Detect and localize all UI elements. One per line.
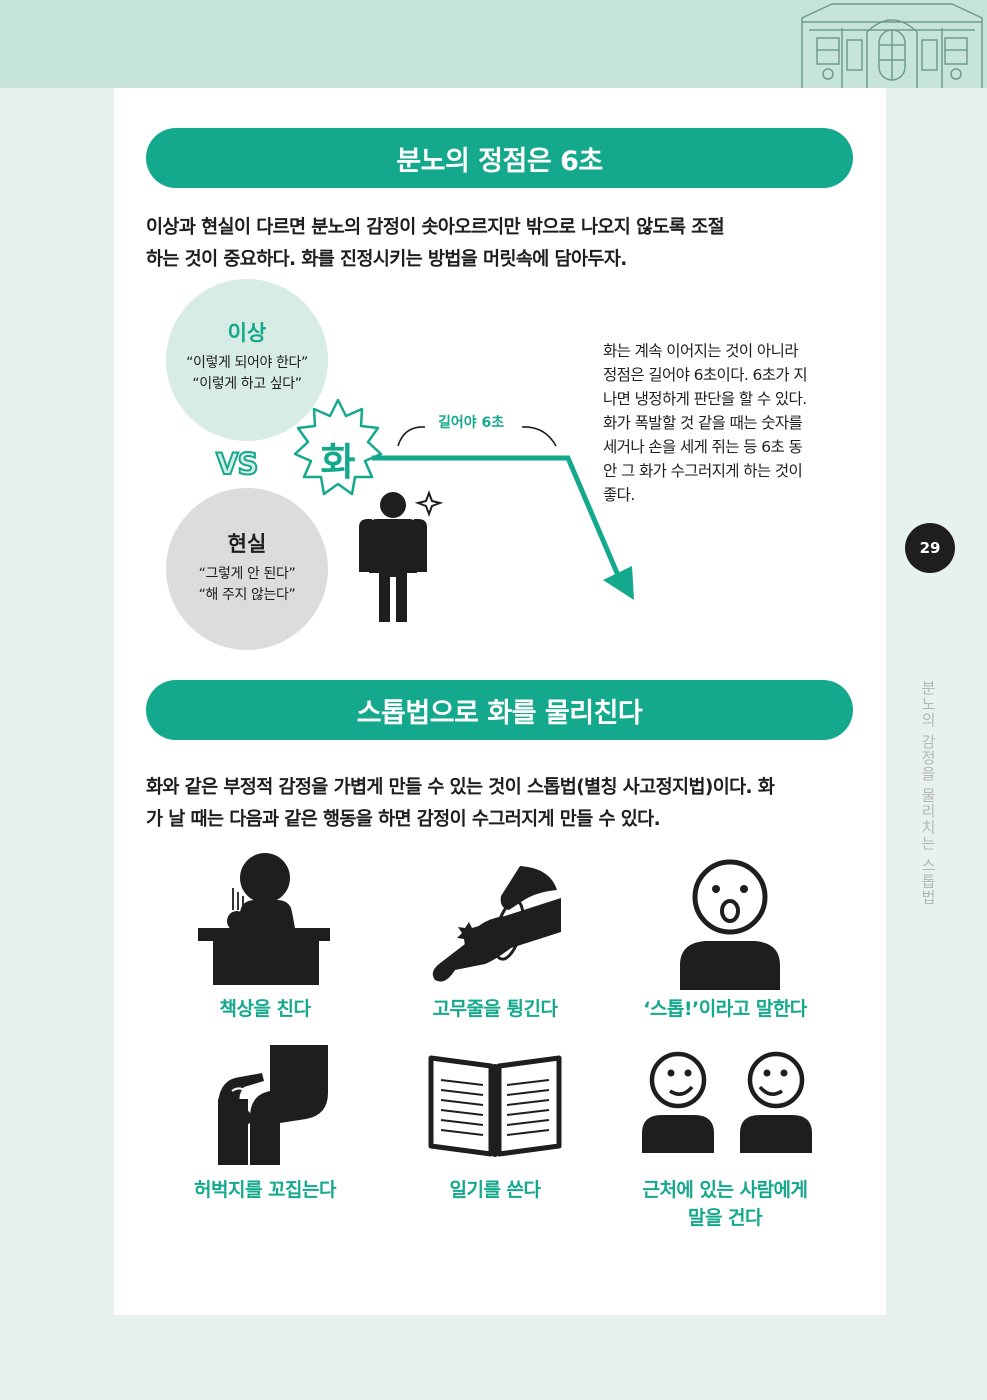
method-label: 책상을 친다: [219, 998, 311, 1020]
method-label: ‘스톱!’이라고 말한다: [643, 998, 807, 1020]
person-face-icon: [740, 1051, 812, 1153]
thigh-pinch-icon: [218, 1045, 328, 1165]
desc-line: 세거나 손을 세게 쥐는 등 6초 동: [603, 438, 803, 456]
anger-burst-icon: [293, 398, 383, 496]
ideal-title: 이상: [227, 321, 267, 345]
method-label-line2: 말을 건다: [687, 1207, 763, 1229]
section1-intro-line1: 이상과 현실이 다르면 분노의 감정이 솟아오르지만 밖으로 나오지 않도록 조…: [146, 217, 725, 238]
person-face-icon: [642, 1051, 714, 1153]
method-label: 고무줄을 튕긴다: [432, 998, 558, 1020]
method-label: 허벅지를 꼬집는다: [194, 1179, 336, 1201]
desc-line: 좋다.: [603, 486, 635, 504]
method-label: 근처에 있는 사람에게 말을 건다: [610, 1176, 840, 1232]
desc-line: 나면 냉정하게 판단을 할 수 있다.: [603, 390, 807, 408]
ideal-quote: “이렇게 하고 싶다”: [192, 376, 302, 392]
method-label: 일기를 쓴다: [449, 1179, 541, 1201]
reality-quote: “그렇게 안 된다”: [198, 566, 296, 582]
peak-bracket-left-icon: [397, 426, 426, 447]
chapter-title: 분노의 감정을 물리치는 스톱법: [919, 680, 937, 906]
reality-quote: “해 주지 않는다”: [198, 587, 296, 603]
anger-peak-diagram: [293, 398, 634, 622]
decline-arrow-icon: [372, 455, 623, 581]
reality-title: 현실: [227, 532, 267, 556]
sparkle-icon: [414, 490, 444, 517]
rubber-band-icon: [432, 866, 561, 982]
page-number: 29: [905, 523, 955, 573]
section2-intro-line1: 화와 같은 부정적 감정을 가볍게 만들 수 있는 것이 스톱법(별칭 사고정지…: [146, 777, 775, 798]
peak-label: 길어야 6초: [438, 415, 505, 431]
section1-title: 분노의 정점은 6초: [146, 128, 853, 188]
ideal-circle: 이상 “이렇게 되어야 한다” “이렇게 하고 싶다”: [166, 279, 328, 441]
ideal-quote: “이렇게 되어야 한다”: [186, 355, 308, 371]
section1-intro: 이상과 현실이 다르면 분노의 감정이 솟아오르지만 밖으로 나오지 않도록 조…: [146, 212, 851, 276]
say-stop-icon: [680, 859, 780, 990]
method-label-line1: 근처에 있는 사람에게: [642, 1179, 808, 1201]
section1-intro-line2: 하는 것이 중요하다. 화를 진정시키는 방법을 머릿속에 담아두자.: [146, 249, 627, 270]
section2-title: 스톱법으로 화를 물리친다: [146, 680, 853, 740]
desc-line: 화가 폭발할 것 같을 때는 숫자를: [603, 414, 803, 432]
peak-description: 화는 계속 이어지는 것이 아니라 정점은 길어야 6초이다. 6초가 지 나면…: [603, 339, 851, 507]
section2-intro-line2: 가 날 때는 다음과 같은 행동을 하면 감정이 수그러지게 만들 수 있다.: [146, 809, 661, 830]
person-icon: [359, 492, 427, 622]
vs-label: VS: [215, 446, 259, 482]
reality-circle: 현실 “그렇게 안 된다” “해 주지 않는다”: [166, 488, 328, 650]
desc-line: 안 그 화가 수그러지게 하는 것이: [603, 462, 803, 480]
building-icon: [801, 3, 983, 88]
talk-people-icon: [642, 1051, 812, 1153]
section2-intro: 화와 같은 부정적 감정을 가볍게 만들 수 있는 것이 스톱법(별칭 사고정지…: [146, 772, 856, 836]
desc-line: 정점은 길어야 6초이다. 6초가 지: [603, 366, 808, 384]
diary-icon: [428, 1055, 562, 1157]
peak-bracket-right-icon: [521, 426, 557, 447]
desc-line: 화는 계속 이어지는 것이 아니라: [603, 342, 798, 360]
anger-label: 화: [320, 439, 356, 484]
desk-hit-icon: [198, 853, 330, 985]
